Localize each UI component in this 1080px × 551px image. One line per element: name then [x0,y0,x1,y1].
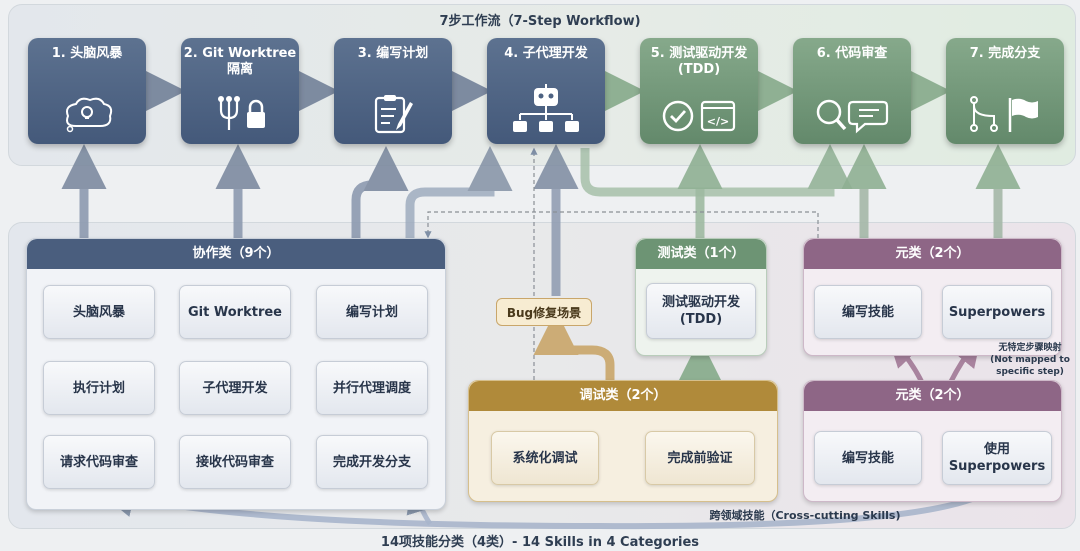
skill-superpowers: Superpowers [942,285,1052,339]
skill-use-superpowers: 使用 Superpowers [942,431,1052,485]
workflow-step-3: 3. 编写计划 [334,38,452,144]
skill-verify-before-done: 完成前验证 [645,431,755,485]
step-label: 2. Git Worktree 隔离 [183,46,297,77]
merge-flag-icon [970,96,1038,132]
cross-cutting-label: 跨领域技能（Cross-cutting Skills) [709,509,901,522]
skill-write-skill-2: 编写技能 [814,431,922,485]
skill-execute-plan: 执行计划 [43,361,155,415]
skill-subagent-dev: 子代理开发 [179,361,291,415]
category-test-title: 测试类（1个） [636,239,766,269]
step-label: 3. 编写计划 [357,46,429,61]
step-label: 4. 子代理开发 [504,46,588,61]
workflow-step-4: 4. 子代理开发 [487,38,605,144]
category-test: 测试类（1个） 测试驱动开发 (TDD) [635,238,767,356]
workflow-step-7: 7. 完成分支 [946,38,1064,144]
category-meta-bottom-title: 元类（2个） [804,381,1061,411]
skill-write-plan: 编写计划 [316,285,428,339]
footer-title: 14项技能分类（4类）- 14 Skills in 4 Categories [380,535,700,550]
check-code-icon: </> [662,100,736,132]
workflow-title: 7步工作流（7-Step Workflow) [439,14,641,29]
svg-text:</>: </> [707,115,729,128]
category-meta-top: 元类（2个） 编写技能 Superpowers [803,238,1062,356]
category-debug-title: 调试类（2个） [469,381,777,411]
category-meta-bottom: 元类（2个） 编写技能 使用 Superpowers [803,380,1062,502]
step-label: 6. 代码审查 [816,46,888,61]
brain-lightbulb-icon [66,97,113,133]
skill-brainstorm: 头脑风暴 [43,285,155,339]
step-label: 1. 头脑风暴 [51,46,123,61]
step-label: 5. 测试驱动开发 (TDD) [650,46,748,77]
magnifier-chat-icon [816,99,889,134]
skill-parallel-dispatch: 并行代理调度 [316,361,428,415]
category-collab-title: 协作类（9个） [27,239,445,269]
branch-lock-icon [218,96,265,130]
skill-git-worktree: Git Worktree [179,285,291,339]
skill-tdd: 测试驱动开发 (TDD) [646,283,756,339]
workflow-step-1: 1. 头脑风暴 [28,38,146,144]
skill-request-review: 请求代码审查 [43,435,155,489]
skill-finish-branch: 完成开发分支 [316,435,428,489]
bug-fix-scenario-tag: Bug修复场景 [496,298,592,326]
clipboard-pencil-icon [374,95,413,134]
skill-write-skill: 编写技能 [814,285,922,339]
skill-receive-review: 接收代码审查 [179,435,291,489]
workflow-step-2: 2. Git Worktree 隔离 [181,38,299,144]
workflow-step-6: 6. 代码审查 [793,38,911,144]
step-label: 7. 完成分支 [969,46,1041,61]
not-mapped-note: 无特定步骤映射 (Not mapped to specific step) [990,343,1070,377]
robot-network-icon [513,84,579,132]
category-meta-top-title: 元类（2个） [804,239,1061,269]
category-debug: 调试类（2个） 系统化调试 完成前验证 [468,380,778,502]
skill-systematic-debug: 系统化调试 [491,431,599,485]
workflow-step-5: 5. 测试驱动开发 (TDD) </> [640,38,758,144]
category-collab: 协作类（9个） 头脑风暴 Git Worktree 编写计划 执行计划 子代理开… [26,238,446,510]
